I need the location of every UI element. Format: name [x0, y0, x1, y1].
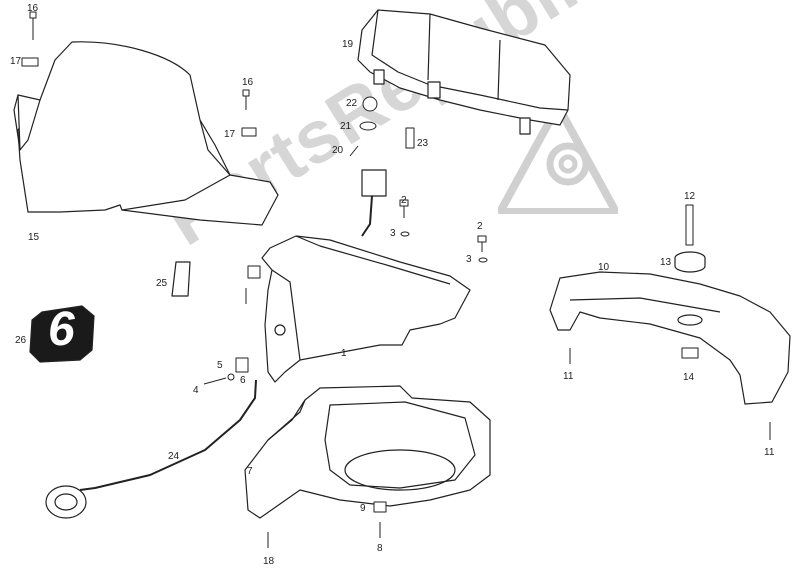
callout-12: 12: [684, 191, 696, 202]
callout-17: 17: [10, 56, 22, 67]
callout-14: 14: [683, 372, 695, 383]
callout-19: 19: [342, 39, 354, 50]
callout-11: 11: [764, 447, 775, 458]
small-fasteners: [21, 11, 771, 548]
callout-15: 15: [28, 232, 40, 243]
callout-16: 16: [242, 77, 254, 88]
part-7-lower-cover: [244, 385, 491, 519]
callout-4: 4: [193, 385, 199, 396]
callout-11: 11: [563, 371, 574, 382]
part-15-front-cover: [13, 41, 279, 226]
part-1-fairing-body: [261, 235, 471, 383]
callout-20: 20: [332, 145, 344, 156]
callout-24: 24: [168, 451, 180, 462]
part-24-cable: [45, 379, 257, 519]
callout-3: 3: [390, 228, 396, 239]
callout-10: 10: [598, 262, 610, 273]
watermark-gear-icon: [498, 104, 618, 214]
callout-17: 17: [224, 129, 236, 140]
callout-3: 3: [466, 254, 472, 265]
part-19-instrument-cluster: [357, 9, 571, 135]
part-10-carrier: [549, 271, 791, 405]
callout-6: 6: [240, 375, 246, 386]
callout-9: 9: [360, 503, 366, 514]
callout-2: 2: [477, 221, 483, 232]
callout-8: 8: [377, 543, 383, 554]
callout-21: 21: [340, 121, 352, 132]
callout-5: 5: [217, 360, 223, 371]
callout-7: 7: [247, 466, 253, 477]
callout-18: 18: [263, 556, 275, 567]
callout-25: 25: [156, 278, 168, 289]
callout-1: 1: [341, 348, 347, 359]
part-25-spacer: [171, 261, 191, 297]
badge-number: 6: [48, 303, 75, 356]
callout-22: 22: [346, 98, 358, 109]
callout-23: 23: [417, 138, 429, 149]
callout-13: 13: [660, 257, 672, 268]
part-26-badge: [29, 305, 95, 363]
part-connector: [361, 169, 387, 237]
part-13-rubber-bush: [674, 251, 706, 273]
callout-2: 2: [401, 195, 407, 206]
callout-16: 16: [27, 3, 39, 14]
callout-26: 26: [15, 335, 27, 346]
